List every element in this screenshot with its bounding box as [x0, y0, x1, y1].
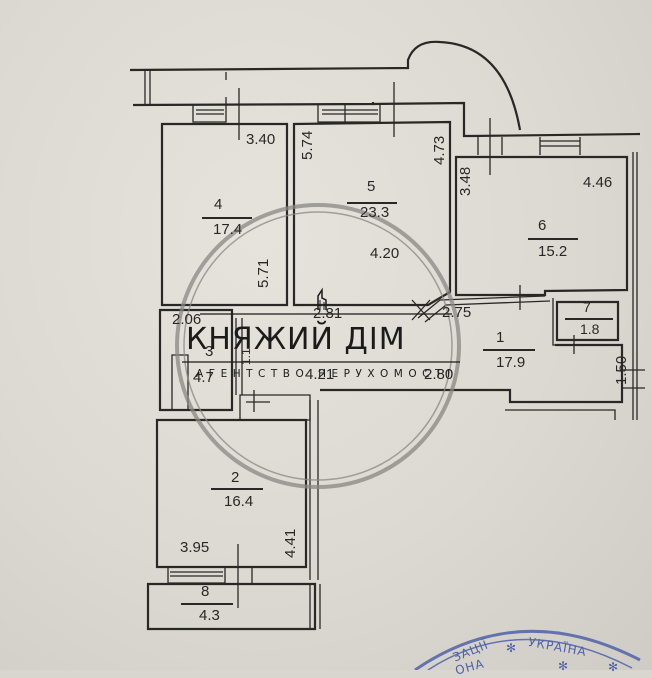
dim-room6-left: 3.48: [457, 166, 474, 196]
dim-room5-left: 5.74: [299, 130, 316, 160]
dim-room2-side: 4.41: [282, 528, 299, 558]
dim-room4-side: 5.71: [255, 258, 272, 288]
dim-hall-2-81: 2.81: [313, 305, 343, 322]
dim-room3-side: 4.7: [193, 369, 214, 386]
stamp-star-1: ✻: [506, 641, 518, 655]
stamp-star-2: ✻: [558, 659, 570, 673]
room-4-fraction-line: [202, 217, 252, 219]
room-2-number: 2: [231, 469, 240, 486]
dim-room5-width: 4.20: [370, 245, 400, 262]
room-1-area: 17.9: [496, 354, 526, 371]
room-1-number: 1: [496, 329, 505, 346]
room-2-area: 16.4: [224, 493, 254, 510]
room-5-area: 23.3: [360, 204, 390, 221]
room-8-number: 8: [201, 583, 210, 600]
dim-hall-2-80: 2.80: [424, 366, 454, 383]
room-2-fraction-line: [211, 488, 263, 490]
room-4-number: 4: [214, 196, 223, 213]
dim-room2-bottom: 3.95: [180, 539, 210, 556]
watermark-brand-title: КНЯЖИЙ ДІМ: [186, 322, 406, 357]
dim-room4-top: 3.40: [246, 131, 276, 148]
room-5-number: 5: [367, 178, 376, 195]
room-5-fraction-line: [347, 202, 397, 204]
room-3-number: 3: [205, 343, 214, 360]
stamp-star-3: ✻: [608, 660, 620, 674]
dim-room6-top: 4.46: [583, 174, 613, 191]
room-8-fraction-line: [181, 603, 233, 605]
room-7-area: 1.8: [580, 321, 600, 337]
room-4-area: 17.4: [213, 221, 243, 238]
dim-room1-side: 1.50: [613, 355, 630, 385]
room-7-number: 7: [583, 299, 591, 315]
dim-hall-2-75: 2.75: [442, 304, 472, 321]
room-6-area: 15.2: [538, 243, 568, 260]
dim-hall-4-21: 4.21: [305, 366, 335, 383]
room-1-fraction-line: [483, 349, 535, 351]
room-7-fraction-line: [565, 318, 613, 320]
watermark-brand-subtitle: АГЕНТСТВО НЕРУХОМОСТІ: [196, 368, 456, 380]
dim-room3-top: 2.06: [172, 311, 202, 328]
room-8-area: 4.3: [199, 607, 220, 624]
room-6-fraction-line: [528, 238, 578, 240]
dim-room5-right: 4.73: [431, 135, 448, 165]
room-6-number: 6: [538, 217, 547, 234]
